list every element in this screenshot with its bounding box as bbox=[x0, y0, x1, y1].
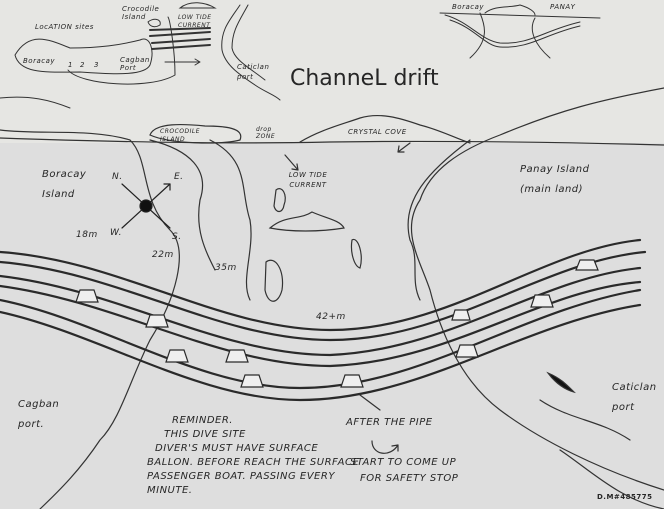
reminder-line: THIS DIVE SITE bbox=[164, 429, 246, 440]
location-inset bbox=[0, 2, 281, 109]
crystal-cove-outline bbox=[299, 114, 471, 144]
after-pipe-line-2: FOR SAFETY STOP bbox=[360, 473, 459, 484]
profile-inset bbox=[439, 4, 601, 59]
compass bbox=[121, 183, 171, 229]
inset-location-label: LocATION sites bbox=[35, 23, 94, 31]
reminder-line: PASSENGER BOAT. PASSING EVERY bbox=[147, 471, 335, 482]
map-title: ChanneL drift bbox=[290, 66, 439, 91]
surface-line bbox=[0, 137, 664, 146]
drop-zone-label: drop ZONE bbox=[256, 126, 276, 140]
crystal-cove-label: CRYSTAL COVE bbox=[348, 128, 407, 136]
depth-42m: 42+m bbox=[316, 312, 346, 322]
inset-caticlan-label: Caticlan port bbox=[237, 63, 270, 81]
reminder-note: REMINDER. THIS DIVE SITE DIVER'S MUST HA… bbox=[147, 414, 359, 498]
compass-s: S. bbox=[172, 232, 182, 242]
reminder-line: DIVER'S MUST HAVE SURFACE bbox=[155, 443, 319, 454]
compass-n: N. bbox=[112, 172, 123, 182]
profile-panay-label: PANAY bbox=[550, 3, 576, 11]
inset-site-2: 2 bbox=[80, 61, 85, 69]
depth-35m: 35m bbox=[215, 263, 237, 273]
inset-crocodile-island-label: Crocodile Island bbox=[122, 5, 160, 21]
after-pipe-line-1: START TO COME UP bbox=[350, 457, 457, 468]
inset-site-1: 1 bbox=[68, 61, 73, 69]
reminder-line: MINUTE. bbox=[147, 485, 193, 496]
low-tide-current-label: LOW TIDE CURRENT bbox=[288, 171, 328, 189]
boracay-island-label: Boracay Island bbox=[42, 169, 87, 200]
caticlan-port-label: Caticlan port bbox=[612, 382, 657, 413]
rock bbox=[268, 211, 345, 232]
rock bbox=[264, 259, 284, 302]
compass-w: W. bbox=[110, 228, 123, 238]
after-pipe-heading: AFTER THE PIPE bbox=[346, 417, 433, 428]
profile-boracay-label: Boracay bbox=[452, 3, 485, 11]
signature: D.M#485775 bbox=[597, 493, 653, 501]
rock bbox=[350, 238, 362, 269]
panay-island-label: Panay Island (main land) bbox=[520, 164, 590, 195]
cagban-port-label: Cagban port. bbox=[18, 399, 60, 430]
pipe-supports bbox=[75, 259, 599, 388]
depth-18m: 18m bbox=[76, 230, 98, 240]
compass-e: E. bbox=[174, 172, 184, 182]
depth-22m: 22m bbox=[152, 250, 174, 260]
crocodile-island-outline bbox=[149, 123, 242, 144]
inset-site-3: 3 bbox=[94, 61, 99, 69]
inset-low-tide-label: LOW TIDE CURRENT bbox=[178, 14, 212, 29]
reminder-line: BALLON. BEFORE REACH THE SURFACE bbox=[147, 457, 360, 468]
inset-cagban-label: Cagban Port bbox=[120, 56, 150, 72]
panay-seabed-edge bbox=[410, 87, 664, 491]
crocodile-island-label: CROCODILE ISLAND bbox=[160, 128, 201, 143]
boracay-seabed-edge bbox=[0, 129, 180, 509]
reminder-heading: REMINDER. bbox=[172, 415, 233, 426]
rock bbox=[273, 188, 286, 213]
inset-boracay-label: Boracay bbox=[23, 57, 56, 65]
